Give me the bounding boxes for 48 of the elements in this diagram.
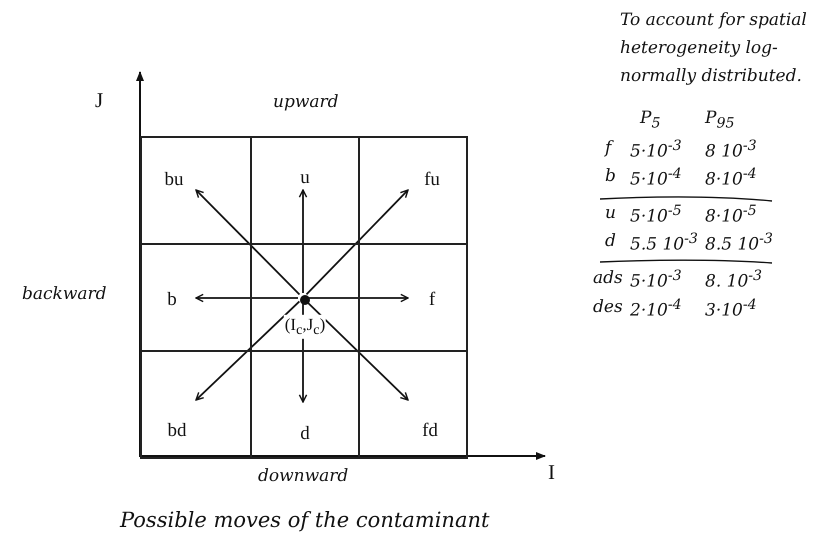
direction-label: backward	[22, 284, 107, 304]
direction-label: fu	[424, 169, 440, 191]
table-value: 8.5 10$^{-3}$	[705, 231, 773, 255]
move-arrow	[195, 294, 298, 302]
grid-cell	[140, 350, 252, 459]
direction-label: bu	[164, 169, 184, 191]
note-text: To account for spatial heterogeneity log-normally distributed.	[620, 9, 808, 88]
grid-cell	[358, 136, 468, 245]
table-value: 5·10$^{-5}$	[630, 203, 682, 227]
direction-label: f	[428, 289, 436, 311]
move-arrow	[306, 189, 409, 296]
move-arrow	[195, 300, 300, 401]
row-label: ads	[593, 268, 623, 288]
move-arrow	[306, 300, 409, 401]
row-label: f	[605, 138, 612, 158]
center-dot	[300, 295, 310, 305]
grid-cell	[140, 136, 252, 245]
direction-label: fd	[422, 420, 438, 442]
move-arrow	[308, 294, 409, 302]
table-value: 8·10$^{-5}$	[705, 203, 757, 227]
table-header: P$_{5}$	[640, 108, 660, 132]
row-label: b	[605, 166, 616, 186]
table-value: 5.5 10$^{-3}$	[630, 231, 698, 255]
table-value: 8 10$^{-3}$	[705, 138, 757, 162]
table-value: 3·10$^{-4}$	[705, 297, 757, 321]
move-arrow	[298, 189, 308, 293]
table-value: 5·10$^{-3}$	[630, 268, 682, 292]
table-header: P$_{95}$	[705, 108, 734, 132]
axis-label: J	[95, 88, 104, 113]
table-value: 8. 10$^{-3}$	[705, 268, 762, 292]
coordinate-label: (I$_{c}$,J$_{c}$)	[284, 314, 326, 340]
row-label: u	[605, 203, 616, 223]
direction-label: bd	[168, 420, 186, 442]
row-label: des	[593, 297, 623, 317]
direction-label: upward	[273, 92, 339, 112]
axis-label: I	[548, 460, 555, 485]
table-value: 2·10$^{-4}$	[630, 297, 682, 321]
direction-label: d	[300, 423, 310, 445]
move-arrow	[195, 189, 300, 296]
grid-cell	[358, 350, 468, 459]
table-value: 5·10$^{-4}$	[630, 166, 682, 190]
direction-label: u	[300, 167, 310, 189]
figure-caption: Possible moves of the contaminant	[120, 508, 490, 532]
direction-label: downward	[258, 466, 348, 486]
direction-label: b	[167, 289, 177, 311]
table-value: 8·10$^{-4}$	[705, 166, 757, 190]
row-label: d	[605, 231, 616, 251]
table-value: 5·10$^{-3}$	[630, 138, 682, 162]
